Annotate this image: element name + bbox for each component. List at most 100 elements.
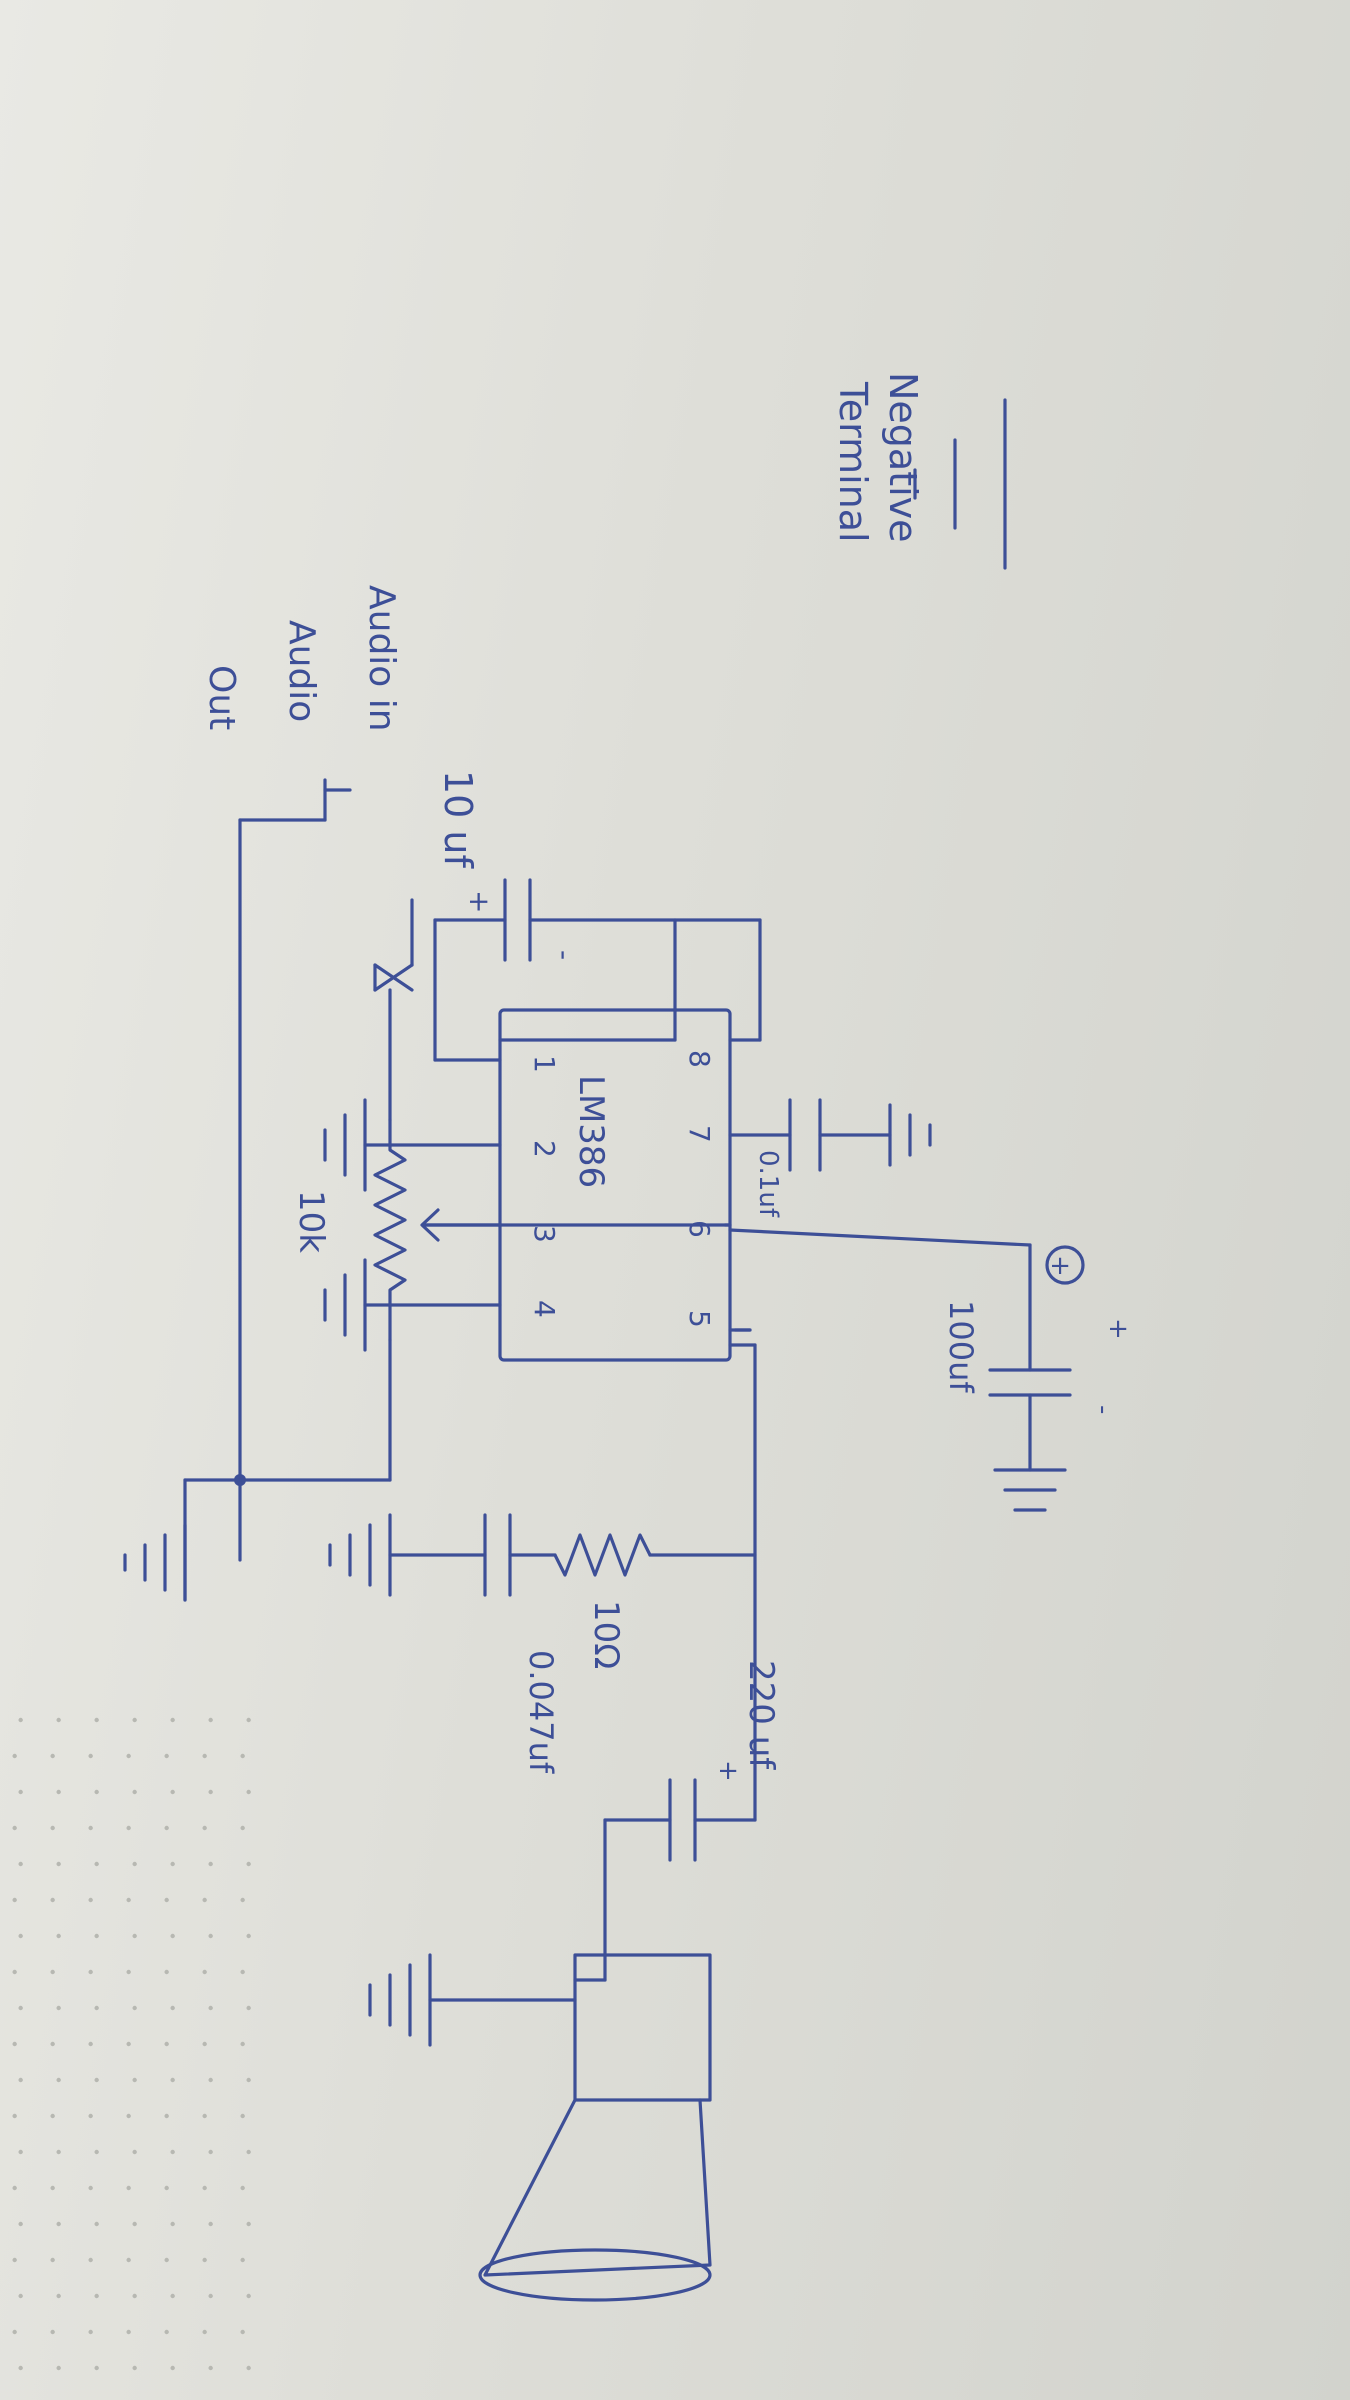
- texture-dot: [18, 2005, 23, 2011]
- texture-dot: [12, 2185, 17, 2191]
- texture-dot: [88, 1753, 93, 1759]
- texture-dot: [12, 1753, 17, 1759]
- texture-dot: [126, 1897, 131, 1903]
- negative-label: Negative: [881, 372, 925, 543]
- texture-dot: [164, 2113, 169, 2119]
- texture-dot: [12, 1969, 17, 1975]
- pin-4: 4: [528, 1300, 561, 1318]
- texture-dot: [56, 1933, 61, 1939]
- texture-dot: [12, 2257, 17, 2263]
- ic-name-label: LM386: [571, 1075, 611, 1188]
- texture-dot: [132, 2149, 137, 2155]
- texture-dot: [126, 1969, 131, 1975]
- texture-dot: [164, 2041, 169, 2047]
- potentiometer-10k: [238, 1118, 732, 1482]
- texture-dot: [164, 1897, 169, 1903]
- texture-dot: [94, 1717, 99, 1723]
- gain-capacitor-10uf: [433, 878, 762, 1062]
- texture-dot: [202, 1897, 207, 1903]
- texture-dot: [164, 2185, 169, 2191]
- texture-dot: [246, 1933, 251, 1939]
- texture-dot: [170, 2365, 175, 2371]
- texture-dot: [56, 1717, 61, 1723]
- pin-7: 7: [683, 1125, 716, 1143]
- texture-dot: [132, 2077, 137, 2083]
- texture-dot: [12, 1825, 17, 1831]
- texture-dot: [88, 2257, 93, 2263]
- texture-dot: [132, 1789, 137, 1795]
- r-10ohm-label: 10Ω: [586, 1600, 626, 1669]
- texture-dot: [56, 2293, 61, 2299]
- texture-dot: [12, 2041, 17, 2047]
- texture-dot: [126, 1825, 131, 1831]
- texture-dot: [18, 2293, 23, 2299]
- terminal-label: Terminal: [831, 381, 875, 543]
- ground-symbol-audio: [123, 1478, 242, 1602]
- texture-dot: [18, 1933, 23, 1939]
- texture-dot: [50, 2185, 55, 2191]
- texture-dot: [246, 1789, 251, 1795]
- texture-dot: [12, 2329, 17, 2335]
- texture-dot: [126, 2257, 131, 2263]
- texture-dot: [50, 1825, 55, 1831]
- texture-dot: [202, 1753, 207, 1759]
- output-wire: [728, 1328, 757, 1822]
- texture-dot: [56, 2149, 61, 2155]
- texture-dot: [208, 2005, 213, 2011]
- texture-dot: [88, 2185, 93, 2191]
- texture-dot: [240, 2185, 245, 2191]
- cap-220uf-label: 220 uf: [741, 1660, 781, 1770]
- texture-dot: [170, 2077, 175, 2083]
- audio-out-jack: [234, 778, 352, 1486]
- texture-dot: [94, 1789, 99, 1795]
- supply-plus-symbol: +: [1045, 1255, 1075, 1277]
- texture-dot: [18, 1789, 23, 1795]
- texture-dot: [126, 2113, 131, 2119]
- texture-dot: [94, 2005, 99, 2011]
- texture-dot: [132, 2293, 137, 2299]
- texture-dot: [132, 1933, 137, 1939]
- pin-6: 6: [683, 1220, 716, 1238]
- texture-dot: [240, 2329, 245, 2335]
- texture-dot: [126, 2329, 131, 2335]
- texture-dot: [50, 2113, 55, 2119]
- pin2-ground: [323, 1098, 502, 1192]
- texture-dot: [246, 2005, 251, 2011]
- texture-dot: [94, 2293, 99, 2299]
- texture-dot: [202, 2041, 207, 2047]
- pin-2: 2: [528, 1140, 561, 1158]
- pin-5: 5: [683, 1310, 716, 1328]
- texture-dot: [50, 2041, 55, 2047]
- texture-dot: [94, 2221, 99, 2227]
- texture-dot: [170, 1789, 175, 1795]
- texture-dot: [18, 2221, 23, 2227]
- texture-dot: [246, 2221, 251, 2227]
- texture-dot: [164, 1969, 169, 1975]
- texture-dot: [170, 2005, 175, 2011]
- texture-dot: [12, 2113, 17, 2119]
- texture-dot: [88, 2113, 93, 2119]
- cap-10uf-minus: -: [548, 950, 581, 960]
- texture-dot: [56, 2005, 61, 2011]
- texture-dot: [56, 2221, 61, 2227]
- cap-100uf-label: 100uf: [942, 1300, 980, 1393]
- zobel-network: [328, 1513, 757, 1597]
- pin-8: 8: [683, 1050, 716, 1068]
- texture-dot: [88, 1897, 93, 1903]
- audio-in-jack: [373, 898, 414, 1122]
- texture-dot: [164, 1825, 169, 1831]
- lm386-chip: [498, 1008, 732, 1362]
- cap-10uf-label: 10 uf: [436, 770, 480, 870]
- pot-10k-label: 10k: [291, 1190, 331, 1253]
- supply-terminal: [1045, 1245, 1085, 1285]
- texture-dot: [170, 1861, 175, 1867]
- texture-dot: [50, 1969, 55, 1975]
- texture-dot: [132, 1717, 137, 1723]
- texture-dot: [240, 2257, 245, 2263]
- texture-dot: [240, 2113, 245, 2119]
- texture-dot: [132, 2365, 137, 2371]
- texture-dot: [50, 2257, 55, 2263]
- texture-dot: [56, 1789, 61, 1795]
- texture-dot: [208, 2365, 213, 2371]
